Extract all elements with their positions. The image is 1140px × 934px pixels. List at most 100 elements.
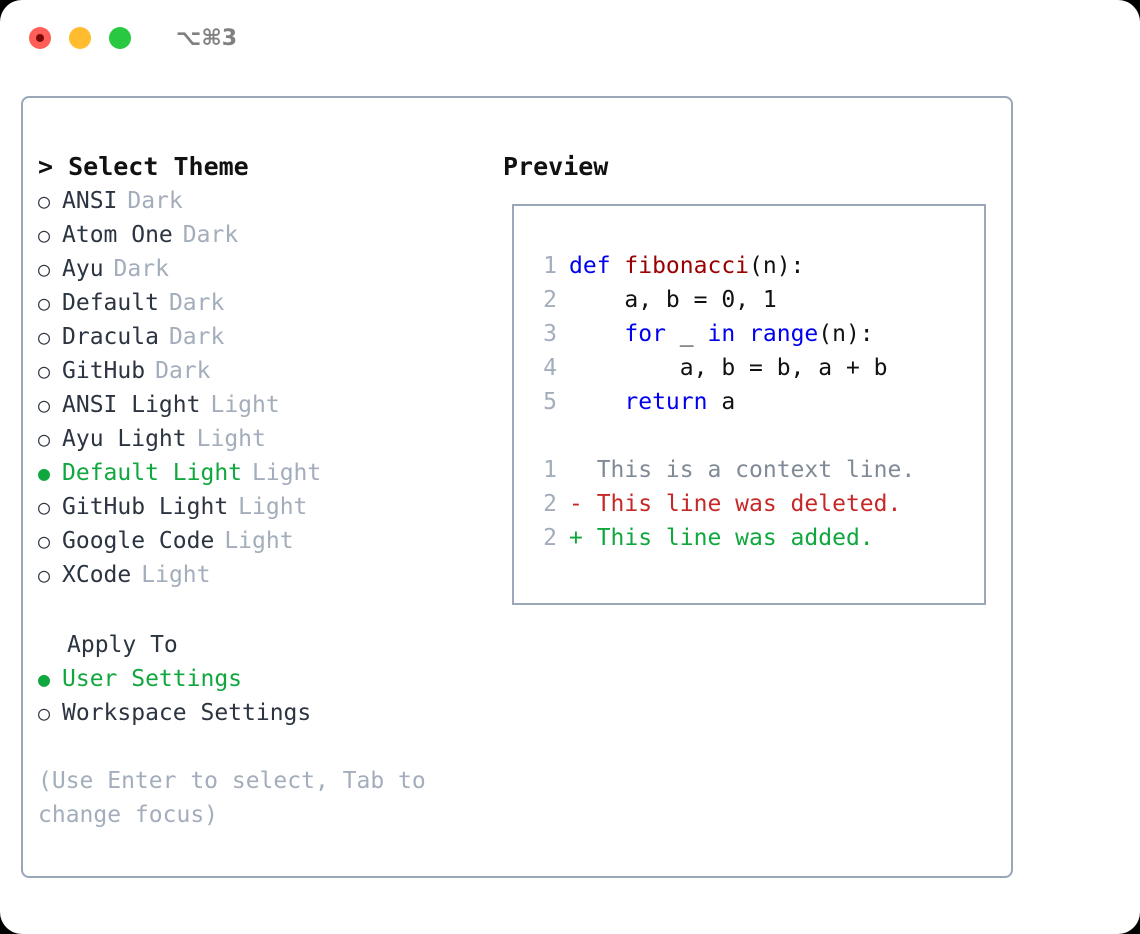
theme-option-category: Light: [252, 460, 322, 486]
line-number: 1: [543, 253, 557, 279]
code-token-plain: (n):: [818, 321, 874, 347]
select-theme-heading: > Select Theme: [38, 152, 249, 181]
code-token-plain: [569, 389, 624, 415]
code-token-plain: _: [665, 321, 708, 347]
radio-unselected-icon: ○: [38, 257, 51, 281]
theme-option-category: Light: [224, 528, 294, 554]
radio-unselected-icon: ○: [38, 529, 51, 553]
theme-option-github-light[interactable]: ○ GitHub Light Light: [38, 490, 488, 524]
code-token-plain: [569, 321, 624, 347]
code-line: 3 for _ in range(n):: [531, 317, 915, 351]
radio-unselected-icon: ○: [38, 359, 51, 383]
code-line: 5 return a: [531, 385, 915, 419]
apply-to-option-workspace-settings[interactable]: ○ Workspace Settings: [38, 696, 488, 730]
theme-option-default[interactable]: ○ Default Dark: [38, 286, 488, 320]
radio-unselected-icon: ○: [38, 223, 51, 247]
radio-selected-icon: ●: [38, 461, 51, 485]
radio-unselected-icon: ○: [38, 495, 51, 519]
theme-option-category: Light: [196, 426, 266, 452]
theme-option-label: Google Code: [62, 528, 215, 554]
close-window-button[interactable]: [29, 27, 51, 49]
theme-option-github[interactable]: ○ GitHub Dark: [38, 354, 488, 388]
radio-selected-icon: ●: [38, 667, 51, 691]
code-line: 2 - This line was deleted.: [531, 487, 915, 521]
help-hint-text: (Use Enter to select, Tab to change focu…: [38, 768, 426, 828]
theme-option-ansi-light[interactable]: ○ ANSI Light Light: [38, 388, 488, 422]
minimize-window-button[interactable]: [69, 27, 91, 49]
radio-unselected-icon: ○: [38, 427, 51, 451]
line-number: 1: [543, 457, 557, 483]
radio-unselected-icon: ○: [38, 701, 51, 725]
theme-option-label: GitHub Light: [62, 494, 229, 520]
theme-option-category: Dark: [113, 256, 169, 282]
code-line-content: a, b = b, a + b: [569, 351, 888, 385]
apply-to-option-list[interactable]: ● User Settings ○ Workspace Settings: [38, 662, 488, 730]
code-line: 2 + This line was added.: [531, 521, 915, 555]
theme-option-label: Ayu Light: [62, 426, 187, 452]
code-token-kw: def: [569, 253, 625, 279]
code-line: 1 This is a context line.: [531, 453, 915, 487]
code-line-content: a, b = 0, 1: [569, 283, 776, 317]
maximize-window-button[interactable]: [109, 27, 131, 49]
theme-option-label: Default Light: [62, 460, 243, 486]
theme-option-ayu-light[interactable]: ○ Ayu Light Light: [38, 422, 488, 456]
theme-option-label: Ayu: [62, 256, 104, 282]
theme-option-label: ANSI Light: [62, 392, 201, 418]
apply-to-option-label: Workspace Settings: [62, 700, 312, 726]
theme-option-category: Dark: [155, 358, 211, 384]
code-line: 4 a, b = b, a + b: [531, 351, 915, 385]
code-line-content: return a: [569, 385, 735, 419]
code-blank-line: [531, 419, 915, 453]
code-token-fn: fibonacci: [624, 253, 750, 279]
apply-to-heading: Apply To: [67, 632, 178, 658]
line-number: 2: [543, 525, 557, 551]
theme-option-label: Atom One: [62, 222, 173, 248]
theme-option-category: Light: [238, 494, 308, 520]
apply-to-section: Apply To ● User Settings ○ Workspace Settin…: [38, 628, 488, 730]
traffic-light-group: [29, 27, 131, 49]
theme-option-category: Dark: [168, 324, 225, 350]
theme-option-label: ANSI: [62, 188, 118, 214]
apply-to-option-user-settings[interactable]: ● User Settings: [38, 662, 488, 696]
theme-option-category: Light: [141, 562, 211, 588]
code-line-content: + This line was added.: [569, 521, 874, 555]
preview-heading: Preview: [503, 152, 609, 181]
theme-option-dracula[interactable]: ○ Dracula Dark: [38, 320, 488, 354]
line-number: 5: [543, 389, 557, 415]
code-token-del: - This line was deleted.: [569, 491, 902, 517]
theme-option-label: Default: [62, 290, 159, 316]
radio-unselected-icon: ○: [38, 291, 51, 315]
theme-option-default-light[interactable]: ● Default Light Light: [38, 456, 488, 490]
theme-option-category: Light: [210, 392, 280, 418]
code-line: 2 a, b = 0, 1: [531, 283, 915, 317]
theme-option-label: GitHub: [62, 358, 146, 384]
code-token-ctx: This is a context line.: [569, 457, 916, 483]
code-line-content: for _ in range(n):: [569, 317, 874, 351]
radio-unselected-icon: ○: [38, 393, 51, 417]
line-number: 2: [543, 491, 557, 517]
theme-option-category: Dark: [127, 188, 183, 214]
code-token-plain: a: [707, 389, 736, 415]
theme-option-label: XCode: [62, 562, 132, 588]
code-line-content: def fibonacci(n):: [569, 249, 804, 283]
apply-to-option-label: User Settings: [62, 666, 243, 692]
code-token-kw: return: [624, 389, 708, 415]
theme-option-google-code[interactable]: ○ Google Code Light: [38, 524, 488, 558]
radio-unselected-icon: ○: [38, 325, 51, 349]
keyboard-shortcut-label: ⌥⌘3: [176, 25, 238, 51]
code-line: 1 def fibonacci(n):: [531, 249, 915, 283]
code-token-kw: in range: [707, 321, 819, 347]
theme-option-label: Dracula: [62, 324, 159, 350]
title-bar: ⌥⌘3: [0, 0, 1140, 76]
theme-option-category: Dark: [168, 290, 225, 316]
theme-option-ayu[interactable]: ○ Ayu Dark: [38, 252, 488, 286]
